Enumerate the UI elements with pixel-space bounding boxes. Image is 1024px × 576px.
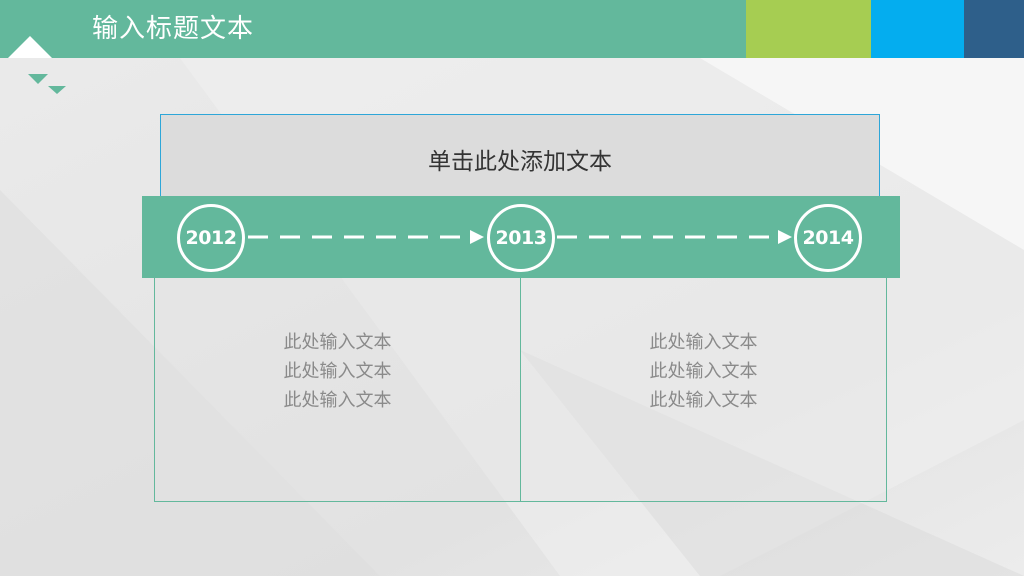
- content-line[interactable]: 此处输入文本: [649, 390, 758, 411]
- page-title: 输入标题文本: [92, 14, 255, 44]
- top-box-text[interactable]: 单击此处添加文本: [428, 149, 612, 175]
- dashed-arrow-icon: [248, 230, 484, 244]
- content-box-left[interactable]: 此处输入文本 此处输入文本 此处输入文本: [154, 278, 521, 502]
- top-text-box[interactable]: 单击此处添加文本: [160, 114, 880, 198]
- content-line[interactable]: 此处输入文本: [283, 361, 392, 382]
- year-2013-badge: 2013: [487, 204, 555, 272]
- header-bar: 输入标题文本: [0, 0, 746, 58]
- dashed-arrow-icon: [557, 230, 792, 244]
- accent-block-blue: [871, 0, 964, 58]
- accent-block-lime: [746, 0, 871, 58]
- content-line[interactable]: 此处输入文本: [283, 332, 392, 353]
- timeline-band: 2012 2013 2014: [142, 196, 900, 278]
- accent-block-navy: [964, 0, 1024, 58]
- year-2014-badge: 2014: [794, 204, 862, 272]
- year-2012-badge: 2012: [177, 204, 245, 272]
- content-lines-left: 此处输入文本 此处输入文本 此处输入文本: [155, 328, 520, 415]
- timeline-arrows: [248, 230, 792, 244]
- mountain-logo-icon: [8, 36, 66, 94]
- content-line[interactable]: 此处输入文本: [649, 361, 758, 382]
- content-lines-right: 此处输入文本 此处输入文本 此处输入文本: [521, 328, 886, 415]
- content-box-right[interactable]: 此处输入文本 此处输入文本 此处输入文本: [520, 278, 887, 502]
- content-line[interactable]: 此处输入文本: [649, 332, 758, 353]
- content-line[interactable]: 此处输入文本: [283, 390, 392, 411]
